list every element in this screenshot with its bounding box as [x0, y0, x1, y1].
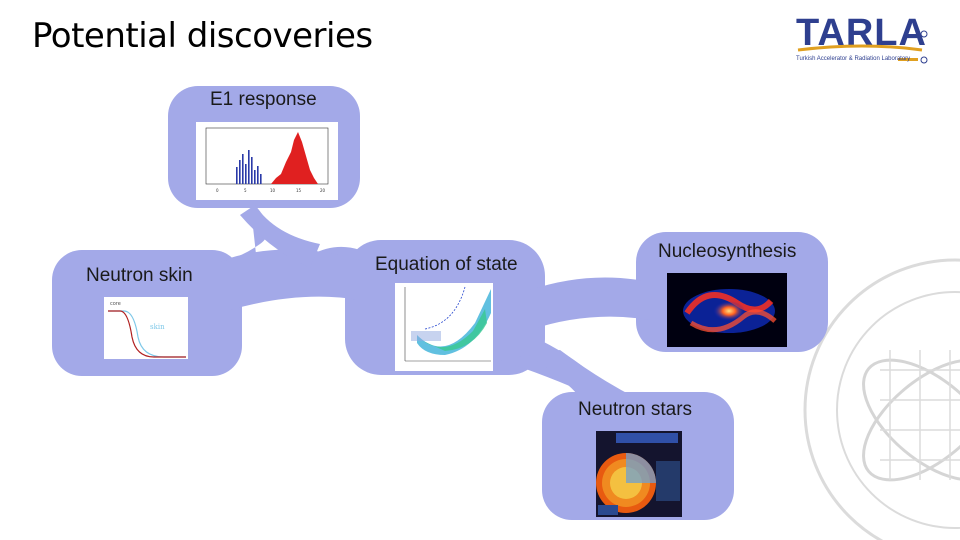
node-label-nucleosynthesis: Nucleosynthesis [658, 241, 797, 262]
core-label: core [110, 301, 121, 307]
neutron-star-structure-image [596, 431, 682, 517]
logo-subtitle: Turkish Accelerator & Radiation Laborato… [796, 56, 911, 62]
e1-spectrum-image: 0 5 10 15 20 [196, 122, 338, 200]
slide-title: Potential discoveries [32, 16, 373, 56]
logo-graphic [797, 30, 928, 64]
node-label-neutron-skin: Neutron skin [86, 265, 193, 286]
neutron-skin-density-image: skin core [104, 297, 188, 359]
node-label-e1-response: E1 response [210, 89, 317, 110]
svg-text:5: 5 [244, 188, 247, 193]
svg-text:20: 20 [320, 188, 326, 193]
node-label-equation-of-state: Equation of state [375, 254, 518, 275]
tarla-logo: TARLA Turkish Accelerator & Radiation La… [794, 12, 934, 72]
eos-curve-image [395, 283, 493, 371]
svg-text:0: 0 [216, 188, 219, 193]
svg-text:15: 15 [296, 188, 302, 193]
neutron-star-merger-image [667, 273, 787, 347]
skin-label: skin [150, 323, 165, 331]
university-seal-watermark [803, 258, 960, 540]
node-label-neutron-stars: Neutron stars [578, 399, 693, 420]
svg-text:10: 10 [270, 188, 276, 193]
